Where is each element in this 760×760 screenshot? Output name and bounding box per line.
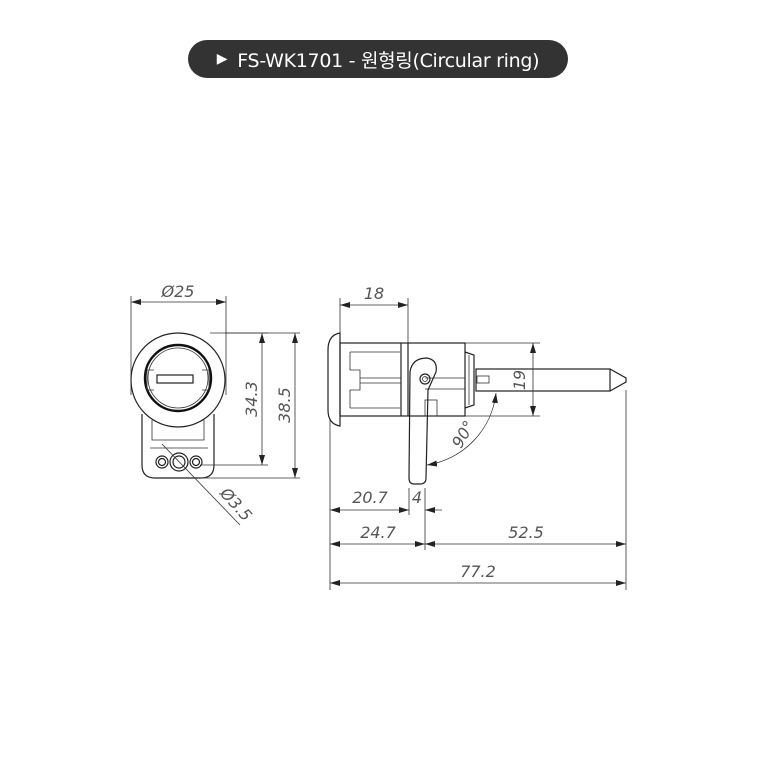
dim-4-label: 4 bbox=[412, 488, 422, 507]
diameter-label: Ø25 bbox=[161, 282, 195, 301]
side-view: 18 19 90° bbox=[327, 284, 627, 590]
total-length-label: 77.2 bbox=[460, 562, 496, 581]
front-view: Ø25 34.3 38.5 Ø3.5 bbox=[130, 282, 300, 526]
body-height-label: 19 bbox=[510, 370, 529, 390]
flange-depth-label: 18 bbox=[364, 284, 384, 303]
height-outer-label: 38.5 bbox=[275, 387, 294, 423]
height-inner-label: 34.3 bbox=[242, 381, 261, 417]
rotation-angle-label: 90° bbox=[448, 417, 479, 451]
product-title: FS-WK1701 - 원형링(Circular ring) bbox=[237, 49, 540, 72]
dim-24-7-label: 24.7 bbox=[360, 523, 396, 542]
product-title-banner: ▶ FS-WK1701 - 원형링(Circular ring) bbox=[188, 40, 568, 78]
dim-52-5-label: 52.5 bbox=[508, 523, 544, 542]
dim-20-7-label: 20.7 bbox=[352, 488, 388, 507]
hole-diameter-label: Ø3.5 bbox=[216, 483, 256, 525]
play-triangle-icon: ▶ bbox=[216, 51, 228, 67]
